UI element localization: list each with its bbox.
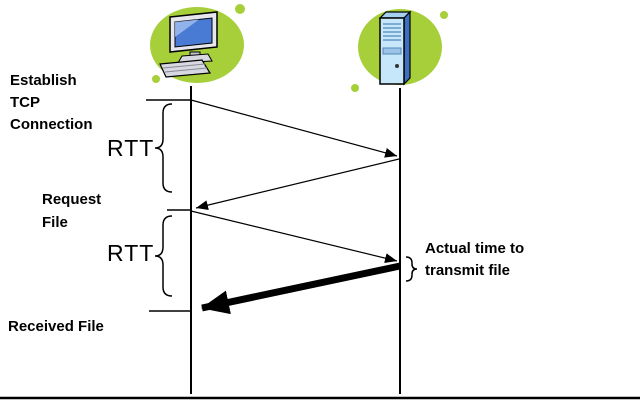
request-file-label: Request File [42, 188, 101, 234]
establish-tcp-line3: Connection [10, 116, 93, 133]
client-blob-dot [152, 75, 160, 83]
monitor-base [177, 53, 213, 64]
server-tower-icon [351, 9, 448, 92]
file-transmit-arrow [201, 262, 401, 315]
establish-tcp-line1: Establish [10, 72, 77, 89]
rtt-top-brace [154, 103, 173, 193]
keyboard-key-row [162, 63, 206, 69]
transmit-time-line2: transmit file [425, 262, 511, 279]
transmit-time-line1: Actual time to [425, 240, 525, 257]
establish-tcp-label: Establish TCP Connection [10, 70, 93, 136]
server-side [403, 10, 411, 86]
monitor-screen-highlight [175, 19, 199, 37]
server-drive-bay [382, 47, 402, 55]
server-power-button [395, 64, 399, 68]
received-file-label: Received File [8, 318, 104, 335]
keyboard-key-row [164, 67, 208, 73]
rtt-bottom-brace [154, 215, 173, 297]
server-blob-dot [351, 84, 359, 92]
client-blob-dot [235, 4, 245, 14]
arrow-client-to-server-1 [190, 99, 398, 158]
rtt-bottom-label: RTT [107, 240, 155, 266]
establish-tcp-line2: TCP [10, 94, 40, 111]
desktop-computer-icon [150, 4, 245, 83]
transmit-time-brace [405, 256, 418, 282]
request-file-line1: Request [42, 191, 102, 208]
arrow-server-to-client-1 [195, 158, 400, 211]
arrow-client-to-server-2 [190, 210, 398, 264]
rtt-top-label: RTT [107, 135, 155, 161]
transmit-time-label: Actual time to transmit file [425, 238, 524, 282]
request-file-line2: File [42, 214, 68, 231]
server-blob-dot [440, 11, 448, 19]
